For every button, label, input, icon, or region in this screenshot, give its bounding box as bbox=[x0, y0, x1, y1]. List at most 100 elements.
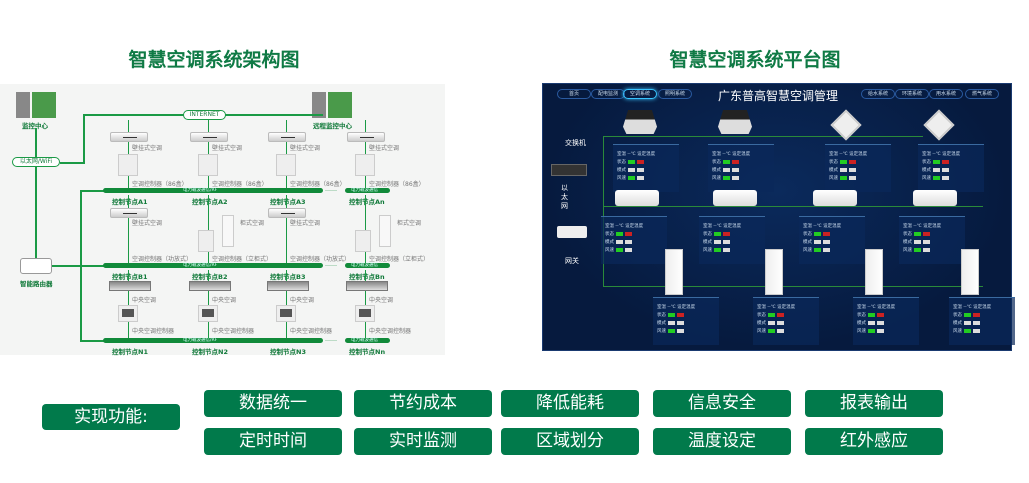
feature-button[interactable]: 区域划分 bbox=[501, 428, 639, 455]
mode-option[interactable] bbox=[668, 320, 675, 325]
feature-button[interactable]: 温度设定 bbox=[653, 428, 791, 455]
feature-button[interactable]: 数据统一 bbox=[204, 390, 342, 417]
feature-button[interactable]: 报表输出 bbox=[805, 390, 943, 417]
mode-option[interactable] bbox=[768, 320, 775, 325]
mode-option[interactable] bbox=[616, 239, 623, 244]
off-button[interactable] bbox=[973, 312, 980, 317]
off-button[interactable] bbox=[777, 312, 784, 317]
fan-option[interactable] bbox=[942, 175, 949, 180]
fan-option[interactable] bbox=[637, 175, 644, 180]
fan-option[interactable] bbox=[914, 247, 921, 252]
fan-option[interactable] bbox=[849, 175, 856, 180]
mode-option[interactable] bbox=[877, 320, 884, 325]
on-button[interactable] bbox=[868, 312, 875, 317]
fan-option[interactable] bbox=[628, 175, 635, 180]
mode-option[interactable] bbox=[823, 239, 830, 244]
ac-status-card[interactable]: 室温 --℃ 设定温度状态模式风速 bbox=[699, 216, 765, 264]
mode-option[interactable] bbox=[677, 320, 684, 325]
nav-tab[interactable]: 照明系统 bbox=[658, 89, 692, 99]
off-button[interactable] bbox=[877, 312, 884, 317]
fan-option[interactable] bbox=[616, 247, 623, 252]
fan-option[interactable] bbox=[732, 175, 739, 180]
feature-button[interactable]: 降低能耗 bbox=[501, 390, 639, 417]
fan-option[interactable] bbox=[840, 175, 847, 180]
feature-button[interactable]: 节约成本 bbox=[354, 390, 492, 417]
mode-option[interactable] bbox=[637, 167, 644, 172]
mode-option[interactable] bbox=[777, 320, 784, 325]
fan-option[interactable] bbox=[677, 328, 684, 333]
feature-button[interactable]: 定时时间 bbox=[204, 428, 342, 455]
mode-option[interactable] bbox=[840, 167, 847, 172]
nav-tab[interactable]: 配电监测 bbox=[591, 89, 625, 99]
off-button[interactable] bbox=[732, 159, 739, 164]
ac-status-card[interactable]: 室温 --℃ 设定温度状态模式风速 bbox=[799, 216, 865, 264]
on-button[interactable] bbox=[768, 312, 775, 317]
on-button[interactable] bbox=[914, 231, 921, 236]
fan-option[interactable] bbox=[625, 247, 632, 252]
feature-button[interactable]: 实时监测 bbox=[354, 428, 492, 455]
ac-status-card[interactable]: 室温 --℃ 设定温度状态模式风速 bbox=[613, 144, 679, 192]
mode-option[interactable] bbox=[732, 167, 739, 172]
off-button[interactable] bbox=[823, 231, 830, 236]
mode-option[interactable] bbox=[723, 167, 730, 172]
ac-status-card[interactable]: 室温 --℃ 设定温度状态模式风速 bbox=[825, 144, 891, 192]
mode-option[interactable] bbox=[849, 167, 856, 172]
on-button[interactable] bbox=[668, 312, 675, 317]
feature-button[interactable]: 红外感应 bbox=[805, 428, 943, 455]
nav-tab[interactable]: 用水系统 bbox=[929, 89, 963, 99]
ac-status-card[interactable]: 室温 --℃ 设定温度状态模式风速 bbox=[601, 216, 667, 264]
mode-option[interactable] bbox=[973, 320, 980, 325]
fan-option[interactable] bbox=[777, 328, 784, 333]
off-button[interactable] bbox=[677, 312, 684, 317]
mode-option[interactable] bbox=[814, 239, 821, 244]
mode-option[interactable] bbox=[628, 167, 635, 172]
fan-option[interactable] bbox=[814, 247, 821, 252]
nav-tab[interactable]: 首页 bbox=[557, 89, 591, 99]
on-button[interactable] bbox=[840, 159, 847, 164]
feature-button[interactable]: 信息安全 bbox=[653, 390, 791, 417]
off-button[interactable] bbox=[849, 159, 856, 164]
fan-option[interactable] bbox=[768, 328, 775, 333]
mode-option[interactable] bbox=[964, 320, 971, 325]
on-button[interactable] bbox=[814, 231, 821, 236]
off-button[interactable] bbox=[637, 159, 644, 164]
ac-status-card[interactable]: 室温 --℃ 设定温度状态模式风速 bbox=[853, 297, 919, 345]
on-button[interactable] bbox=[933, 159, 940, 164]
fan-option[interactable] bbox=[964, 328, 971, 333]
ac-status-card[interactable]: 室温 --℃ 设定温度状态模式风速 bbox=[949, 297, 1015, 345]
fan-option[interactable] bbox=[933, 175, 940, 180]
off-button[interactable] bbox=[923, 231, 930, 236]
off-button[interactable] bbox=[625, 231, 632, 236]
fan-option[interactable] bbox=[823, 247, 830, 252]
ac-status-card[interactable]: 室温 --℃ 设定温度状态模式风速 bbox=[653, 297, 719, 345]
nav-tab[interactable]: 环境系统 bbox=[895, 89, 929, 99]
off-button[interactable] bbox=[723, 231, 730, 236]
mode-option[interactable] bbox=[942, 167, 949, 172]
on-button[interactable] bbox=[964, 312, 971, 317]
mode-option[interactable] bbox=[625, 239, 632, 244]
ac-status-card[interactable]: 室温 --℃ 设定温度状态模式风速 bbox=[753, 297, 819, 345]
fan-option[interactable] bbox=[868, 328, 875, 333]
mode-option[interactable] bbox=[933, 167, 940, 172]
ac-status-card[interactable]: 室温 --℃ 设定温度状态模式风速 bbox=[918, 144, 984, 192]
nav-tab[interactable]: 给水系统 bbox=[861, 89, 895, 99]
fan-option[interactable] bbox=[877, 328, 884, 333]
fan-option[interactable] bbox=[723, 175, 730, 180]
ac-status-card[interactable]: 室温 --℃ 设定温度状态模式风速 bbox=[899, 216, 965, 264]
fan-option[interactable] bbox=[714, 247, 721, 252]
fan-option[interactable] bbox=[668, 328, 675, 333]
on-button[interactable] bbox=[628, 159, 635, 164]
mode-option[interactable] bbox=[868, 320, 875, 325]
nav-tab[interactable]: 空调系统 bbox=[623, 89, 657, 99]
mode-option[interactable] bbox=[914, 239, 921, 244]
on-button[interactable] bbox=[714, 231, 721, 236]
mode-option[interactable] bbox=[714, 239, 721, 244]
off-button[interactable] bbox=[942, 159, 949, 164]
fan-option[interactable] bbox=[923, 247, 930, 252]
fan-option[interactable] bbox=[973, 328, 980, 333]
mode-option[interactable] bbox=[923, 239, 930, 244]
on-button[interactable] bbox=[723, 159, 730, 164]
fan-option[interactable] bbox=[723, 247, 730, 252]
ac-status-card[interactable]: 室温 --℃ 设定温度状态模式风速 bbox=[708, 144, 774, 192]
nav-tab[interactable]: 燃气系统 bbox=[965, 89, 999, 99]
